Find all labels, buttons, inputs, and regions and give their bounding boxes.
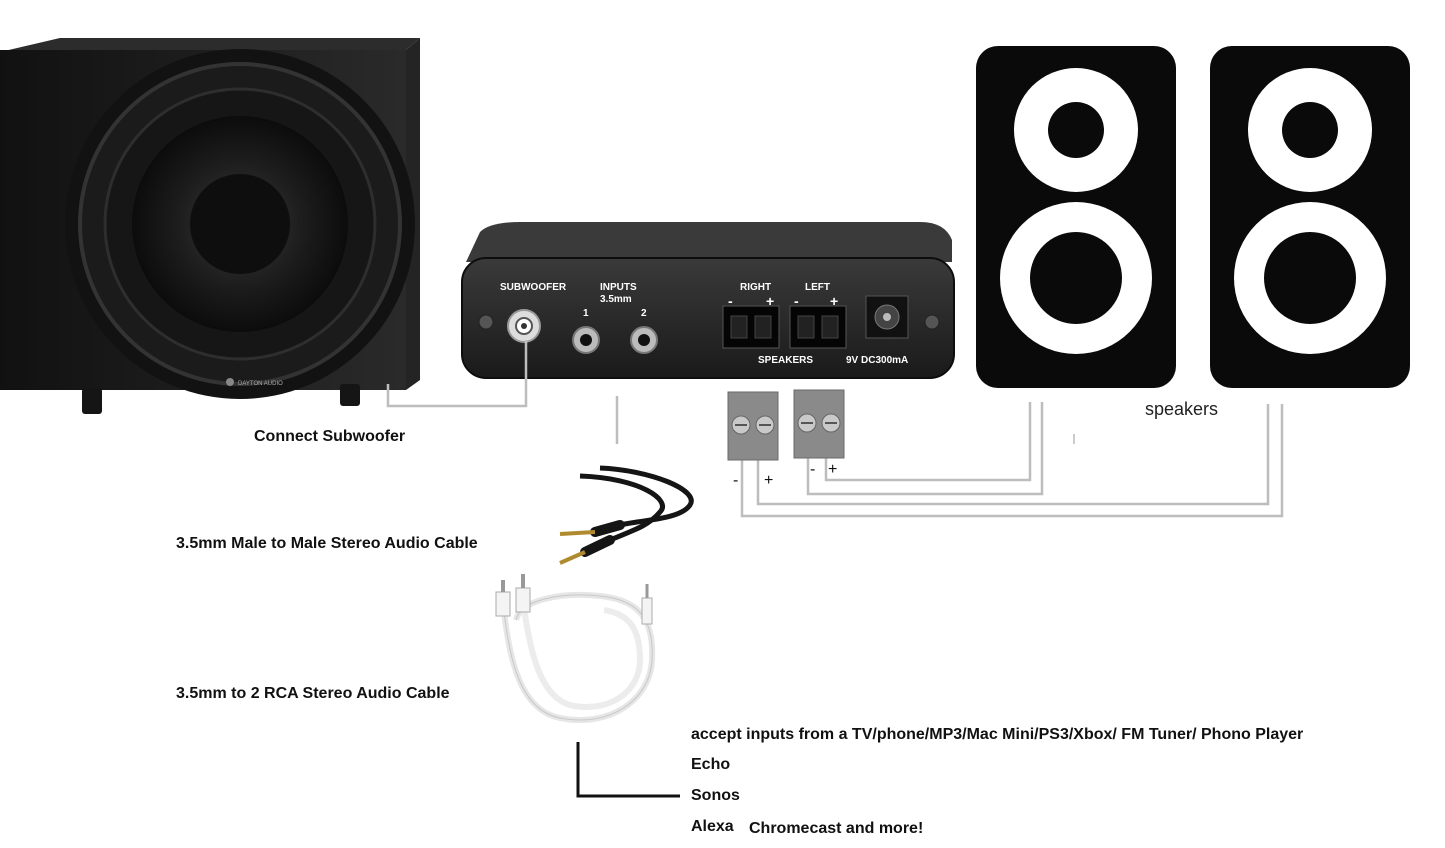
- amp-input-2-label: 2: [641, 308, 647, 319]
- rca-cable-image: [495, 574, 656, 723]
- amp-right-plus: +: [766, 293, 774, 309]
- amp-inputs-size: 3.5mm: [600, 294, 632, 305]
- rca-cable-caption: 3.5mm to 2 RCA Stereo Audio Cable: [176, 685, 450, 702]
- left-wire-minus: [806, 402, 1044, 496]
- amp-input-1-label: 1: [583, 308, 589, 319]
- terminal-right-minus: -: [733, 472, 738, 489]
- source-alexa: Alexa: [691, 818, 734, 835]
- left-wire-plus: [824, 402, 1032, 482]
- terminal-right-plus: +: [764, 472, 773, 489]
- speaker-right: [1210, 46, 1410, 388]
- stereo-cable-image: [559, 465, 694, 565]
- subwoofer: DAYTON AUDIO: [0, 38, 420, 414]
- subwoofer-caption: Connect Subwoofer: [254, 428, 406, 445]
- amp-right-minus: -: [728, 293, 733, 309]
- terminal-left-plus: +: [828, 461, 837, 478]
- terminal-block-left: - +: [793, 389, 845, 478]
- source-chromecast: Chromecast and more!: [749, 820, 924, 837]
- amp-left-label: LEFT: [805, 282, 830, 293]
- amp-left-plus: +: [830, 293, 838, 309]
- source-connector-line: [576, 742, 680, 798]
- screw-icon: [478, 314, 494, 330]
- amp-left-minus: -: [794, 293, 799, 309]
- stereo-cable-caption: 3.5mm Male to Male Stereo Audio Cable: [176, 535, 478, 552]
- source-echo: Echo: [691, 756, 731, 773]
- subwoofer-foot-left: [82, 388, 102, 414]
- amplifier: SUBWOOFER INPUTS 3.5mm 1 2 RIGHT LEFT - …: [461, 222, 955, 379]
- screw-icon: [924, 314, 940, 330]
- right-wire-plus: [756, 404, 1270, 506]
- amp-inputs-label: INPUTS: [600, 282, 637, 293]
- terminal-left-minus: -: [810, 461, 815, 478]
- source-line-1: accept inputs from a TV/phone/MP3/Mac Mi…: [691, 726, 1304, 743]
- terminal-block-right: - +: [727, 391, 779, 489]
- amp-right-label: RIGHT: [740, 282, 771, 293]
- speaker-wires: [386, 340, 1284, 518]
- amp-speakers-label: SPEAKERS: [758, 355, 813, 366]
- subwoofer-brand: DAYTON AUDIO: [238, 381, 283, 387]
- speaker-left: [976, 46, 1176, 388]
- amp-power-label: 9V DC300mA: [846, 355, 908, 366]
- subwoofer-wire: [386, 340, 528, 408]
- amp-subwoofer-label: SUBWOOFER: [500, 282, 567, 293]
- subwoofer-foot-right: [340, 384, 360, 406]
- speakers-caption: speakers: [1145, 399, 1219, 419]
- right-wire-minus: [740, 404, 1284, 518]
- brand-logo-icon: [226, 378, 234, 386]
- source-sonos: Sonos: [691, 787, 740, 804]
